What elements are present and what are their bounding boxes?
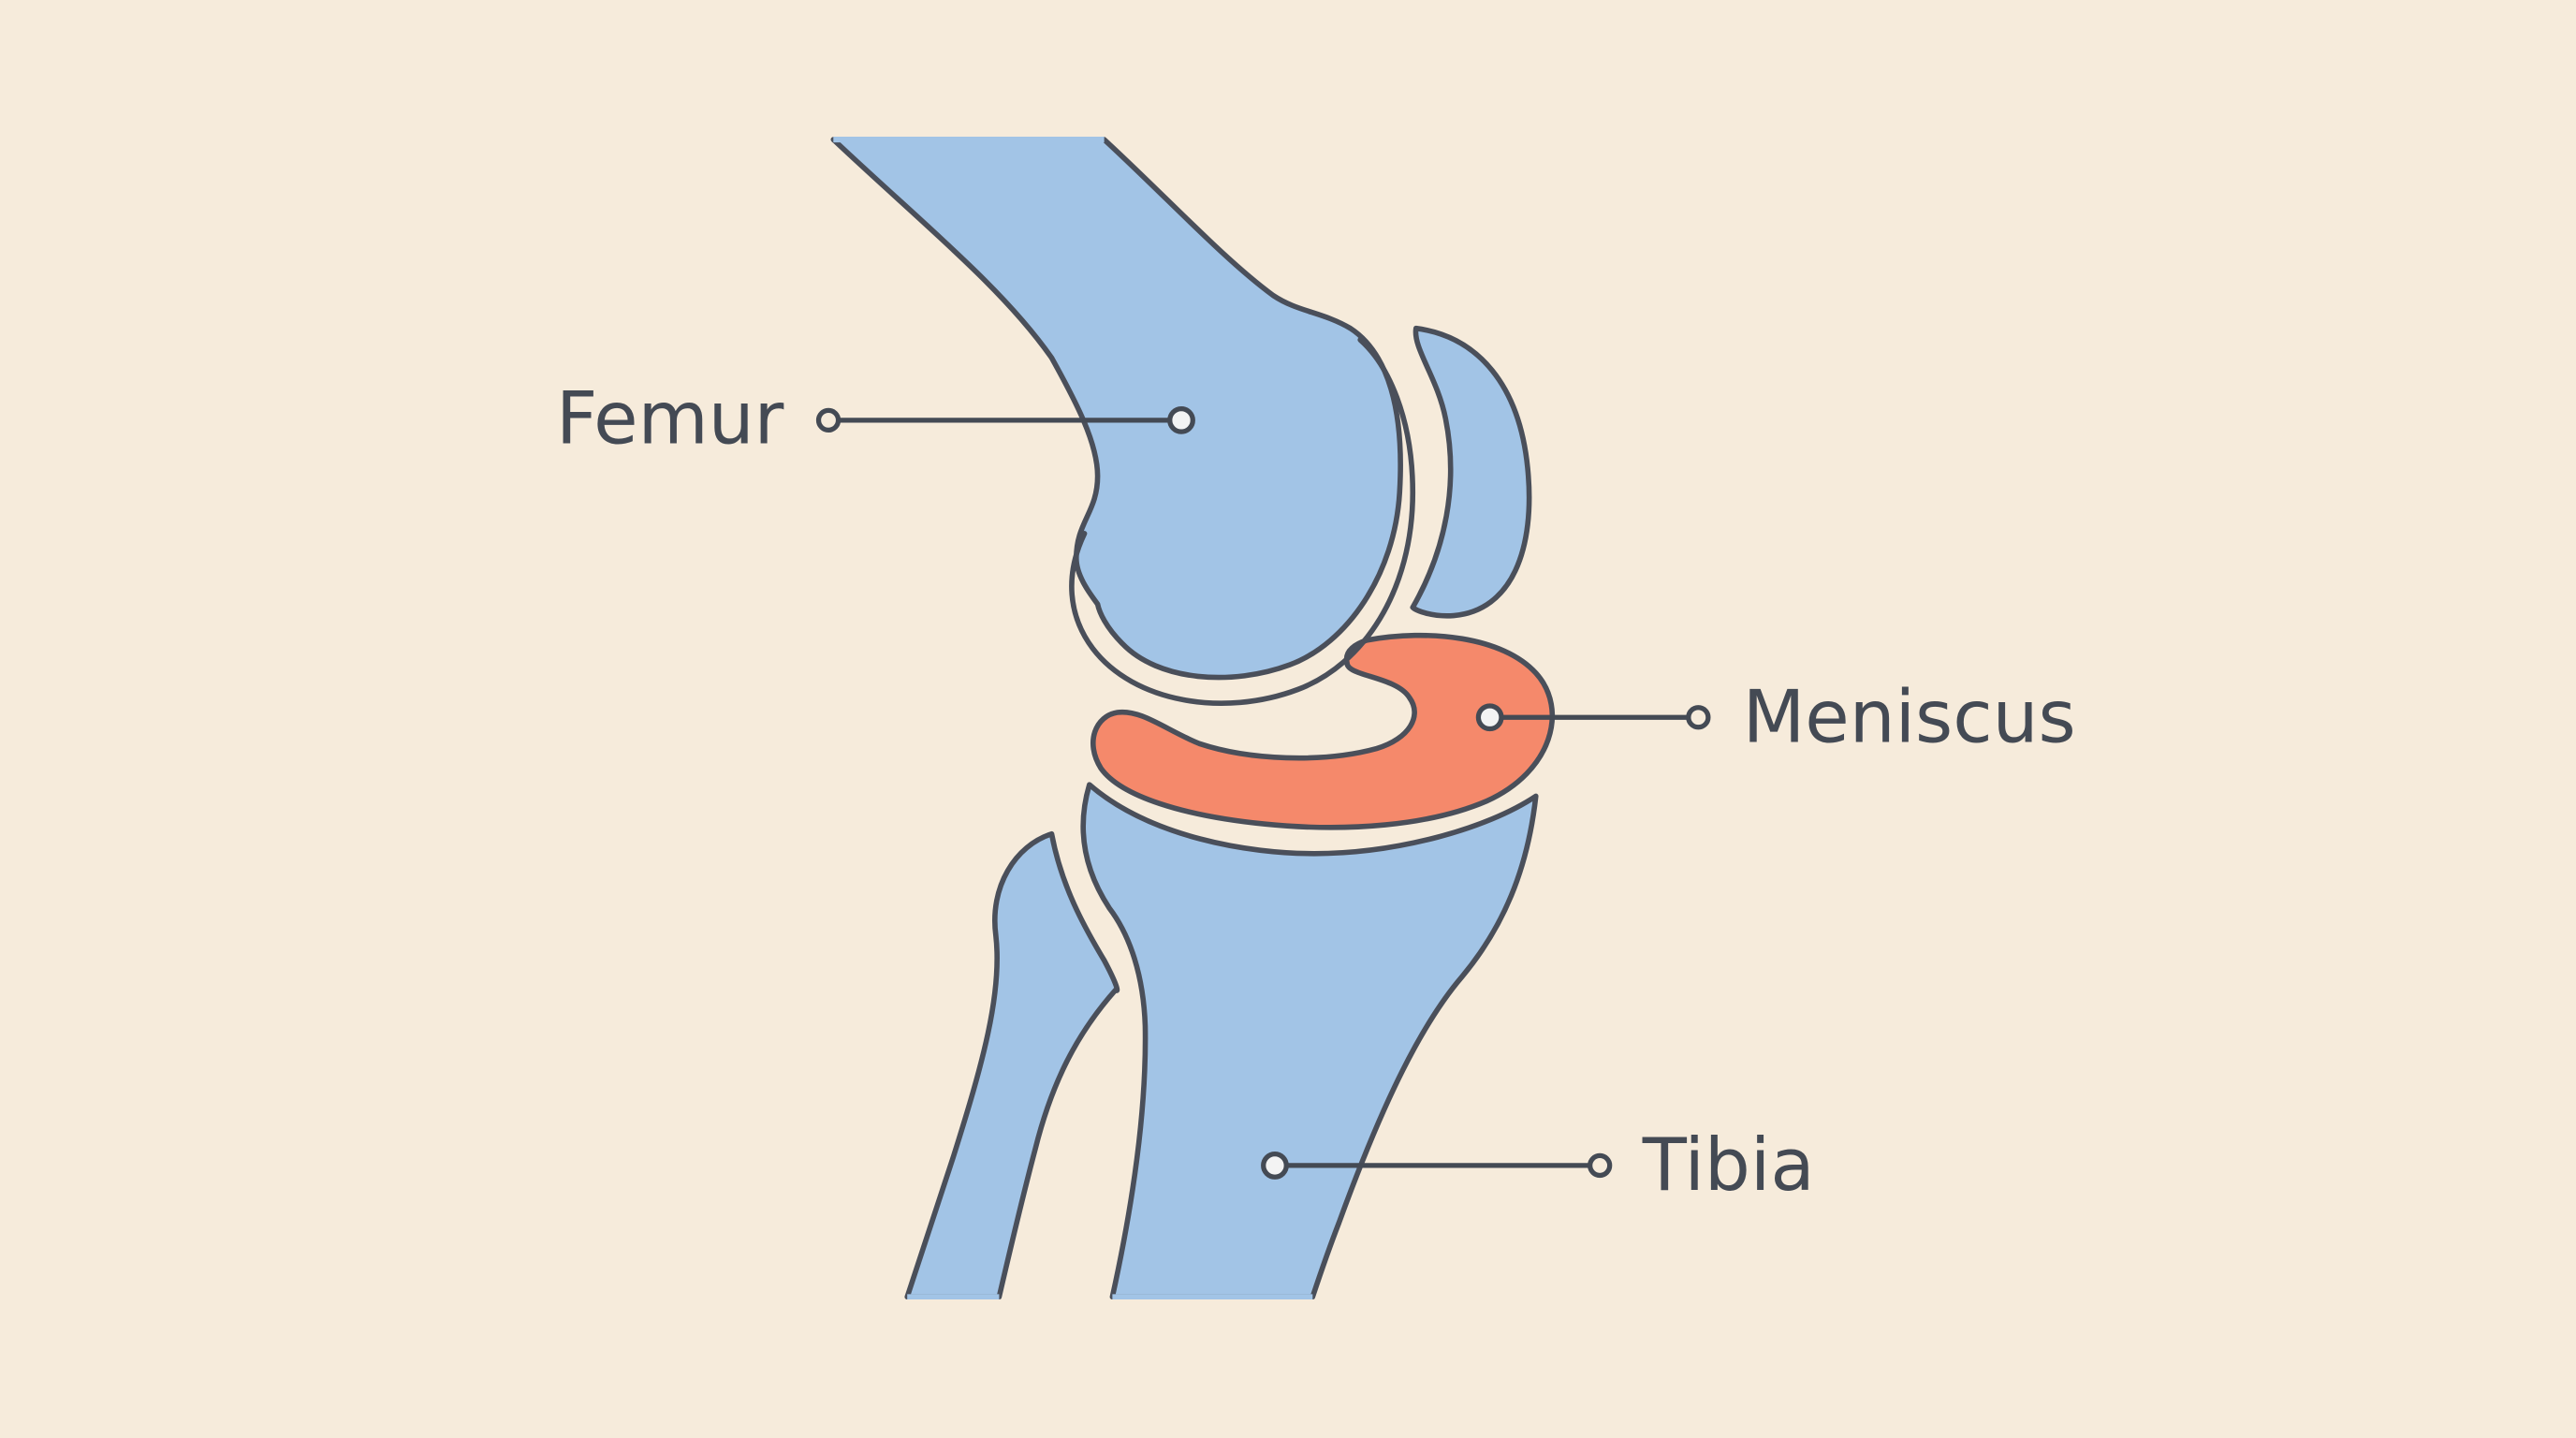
tibia-callout: Tibia	[1261, 1123, 1815, 1208]
femur-shape	[830, 137, 1403, 681]
tibia-anchor-dot	[1261, 1152, 1289, 1180]
femur-label-dot	[815, 407, 842, 433]
tibia-label-dot	[1587, 1152, 1613, 1179]
meniscus-callout: Meniscus	[1475, 676, 2076, 760]
femur-callout: Femur	[556, 376, 1195, 461]
tibia-shape	[1080, 782, 1539, 1300]
meniscus-label: Meniscus	[1743, 676, 2076, 760]
meniscus-shape	[1090, 632, 1556, 830]
femur-cartilage-outline	[1069, 337, 1416, 706]
femur-anchor-dot	[1167, 405, 1195, 434]
fibula-shape	[904, 830, 1120, 1300]
tibia-label: Tibia	[1642, 1123, 1815, 1208]
patella-shape	[1410, 325, 1532, 619]
meniscus-label-dot	[1686, 705, 1711, 730]
meniscus-anchor-dot	[1475, 703, 1504, 732]
femur-label: Femur	[556, 376, 784, 461]
